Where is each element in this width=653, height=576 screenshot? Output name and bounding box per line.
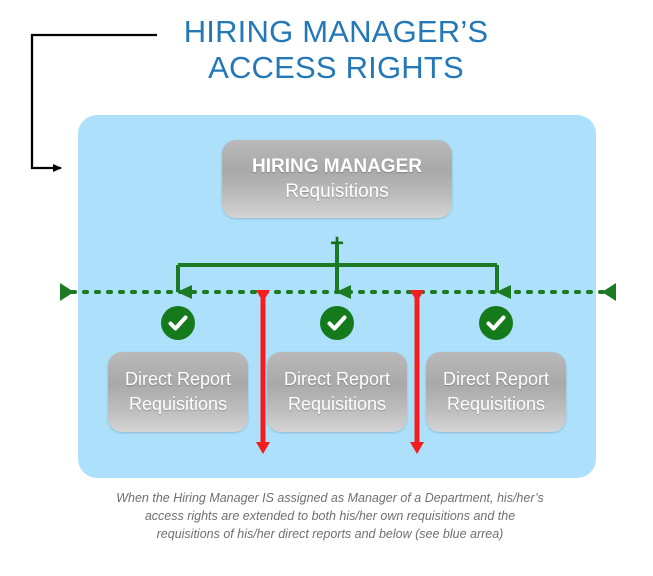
check-circle-icon: [479, 306, 513, 340]
direct-report-title: Direct Report: [442, 369, 550, 389]
direct-report-title: Direct Report: [283, 369, 391, 389]
page-title: HIRING MANAGER’S ACCESS RIGHTS: [183, 14, 489, 85]
triangle-right-icon: [60, 283, 74, 301]
hiring-manager-title: HIRING MANAGER: [252, 156, 422, 177]
caption: When the Hiring Manager IS assigned as M…: [95, 489, 565, 543]
triangle-left-icon: [602, 283, 616, 301]
direct-report-subtitle: Requisitions: [446, 394, 546, 414]
hiring-manager-node[interactable]: HIRING MANAGER Requisitions: [222, 140, 452, 218]
direct-report-node[interactable]: Direct Report Requisitions: [267, 352, 407, 432]
direct-report-node[interactable]: Direct Report Requisitions: [108, 352, 248, 432]
check-circle-icon: [320, 306, 354, 340]
plus-icon: +: [329, 230, 344, 257]
caption-line-3: requisitions of his/her direct reports a…: [156, 527, 504, 541]
check-circle-icon: [161, 306, 195, 340]
direct-report-subtitle: Requisitions: [128, 394, 228, 414]
caption-line-1: When the Hiring Manager IS assigned as M…: [116, 491, 544, 505]
hiring-manager-subtitle: Requisitions: [285, 181, 389, 202]
direct-report-title: Direct Report: [124, 369, 232, 389]
direct-report-subtitle: Requisitions: [287, 394, 387, 414]
direct-report-node[interactable]: Direct Report Requisitions: [426, 352, 566, 432]
caption-line-2: access rights are extended to both his/h…: [144, 509, 516, 523]
